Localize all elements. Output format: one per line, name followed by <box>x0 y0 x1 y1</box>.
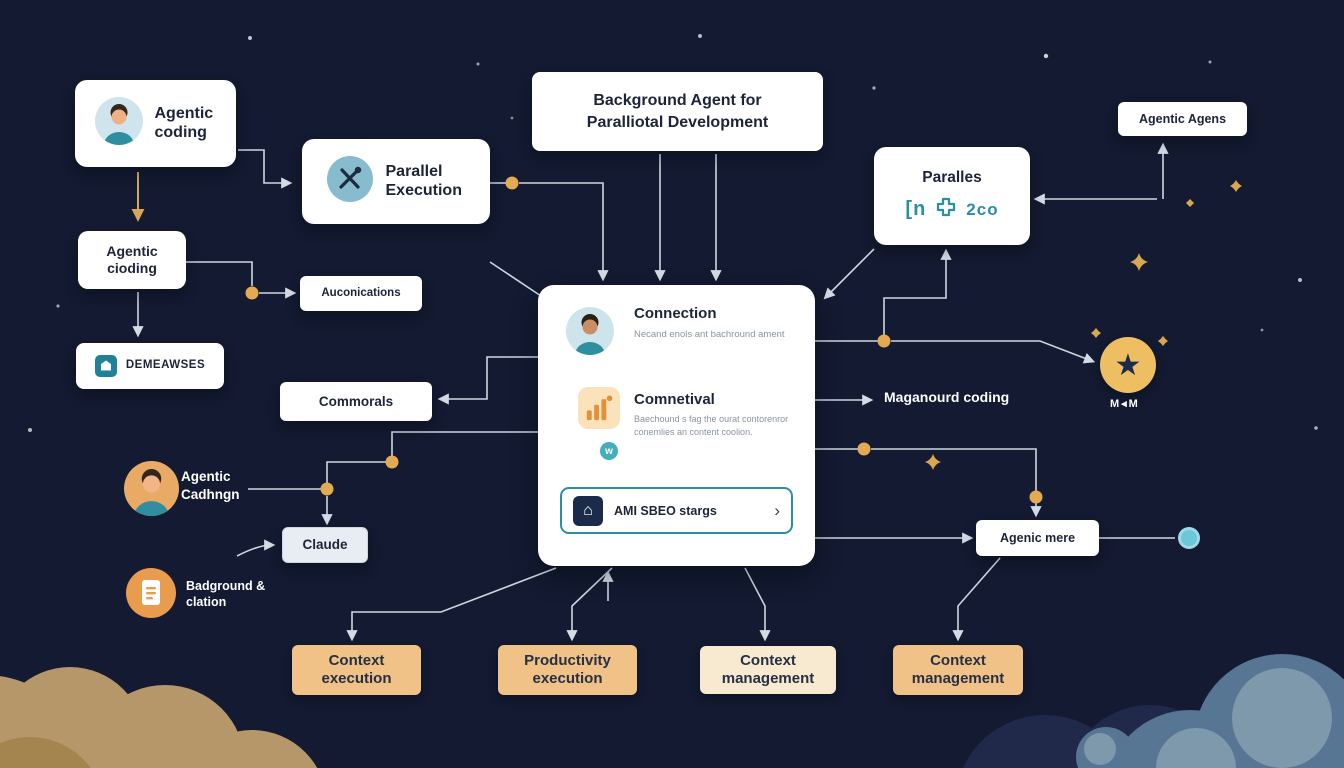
node-label: Auconications <box>321 286 401 299</box>
bracket-n-icon: [n <box>905 198 927 221</box>
person-avatar-icon <box>94 97 143 150</box>
cloud-right <box>1076 654 1344 768</box>
bottom-box-label: Context management <box>721 652 815 687</box>
node-agenic-mere: Agenic mere <box>976 520 1099 556</box>
node-auconications: Auconications <box>300 276 422 311</box>
title-box: Background Agent for Paralliotal Develop… <box>532 72 823 151</box>
chevron-right-icon: › <box>774 500 780 520</box>
node-commorals: Commorals <box>280 382 432 421</box>
node-label: Paralles <box>922 168 982 186</box>
chart-icon <box>578 387 620 429</box>
node-label: Agentic Agens <box>1138 111 1227 126</box>
cloud-left <box>0 667 318 768</box>
node-claude: Claude <box>282 527 368 563</box>
node-label: Claude <box>302 537 348 553</box>
card-cta-button[interactable]: ⌂ AMI SBEO stargs › <box>560 487 793 534</box>
person-avatar-icon <box>124 461 179 521</box>
node-demeawses: DEMEAWSES <box>76 343 224 389</box>
bottom-box-context-execution: Context execution <box>292 645 421 695</box>
node-parallel-execution: Parallel Execution <box>302 139 490 224</box>
card-row2-title: Comnetival <box>634 391 715 408</box>
cloud-right-dark <box>962 705 1233 768</box>
bottom-box-label: Context execution <box>321 652 392 687</box>
card-row2-description: Baechound s fag the ourat contorenror co… <box>634 414 789 438</box>
bottom-box-label: Context management <box>911 652 1005 687</box>
bottom-box-context-management-1: Context management <box>700 646 836 694</box>
card-row1-title: Connection <box>634 305 717 322</box>
cloud-right-deep <box>1266 720 1344 768</box>
node-agentic-coding-small: Agentic cioding <box>78 231 186 289</box>
star-caption: M◂M <box>1110 398 1140 410</box>
person-avatar-icon <box>566 307 614 360</box>
node-label: Agenic mere <box>999 530 1076 545</box>
bottom-box-productivity-execution: Productivity execution <box>498 645 637 695</box>
node-label: Parallel Execution <box>385 162 462 199</box>
building-icon <box>94 355 117 377</box>
label-maganourd-coding: Maganourd coding <box>884 389 1010 405</box>
card-cta-label: AMI SBEO stargs <box>614 503 717 518</box>
center-card: Connection Necand enols ant bachround am… <box>538 285 815 566</box>
node-label: DEMEAWSES <box>125 359 206 372</box>
house-icon: ⌂ <box>573 495 603 526</box>
paralles-icon-row: [n 2co <box>905 196 998 223</box>
node-label: Agentic cioding <box>106 243 158 276</box>
star-badge-icon: ★ <box>1100 337 1156 393</box>
cloud-right-highlight <box>1084 668 1332 768</box>
plus-icon <box>935 196 957 223</box>
node-label: Commorals <box>318 393 394 409</box>
tools-icon <box>326 156 373 207</box>
document-icon <box>126 568 176 623</box>
teal-node-dot <box>1178 527 1200 549</box>
node-paralles: Paralles [n 2co <box>874 147 1030 245</box>
card-row1-description: Necand enols ant bachround ament <box>634 329 785 340</box>
label-badground-clation: Badground & clation <box>186 579 266 610</box>
bottom-box-label: Productivity execution <box>524 652 611 687</box>
node-label: Agentic coding <box>154 104 214 141</box>
bottom-box-context-management-2: Context management <box>893 645 1023 695</box>
diagram-title: Background Agent for Paralliotal Develop… <box>586 91 769 131</box>
w-badge-icon: w <box>600 442 618 460</box>
star-glyph: ★ <box>1114 348 1142 382</box>
2co-icon: 2co <box>966 199 999 219</box>
node-agentic-agents: Agentic Agens <box>1118 102 1247 136</box>
node-agentic-coding: Agentic coding <box>75 80 236 167</box>
label-agentic-cadhngn: Agentic Cadhngn <box>181 469 240 502</box>
cloud-left-shadow <box>0 737 91 768</box>
